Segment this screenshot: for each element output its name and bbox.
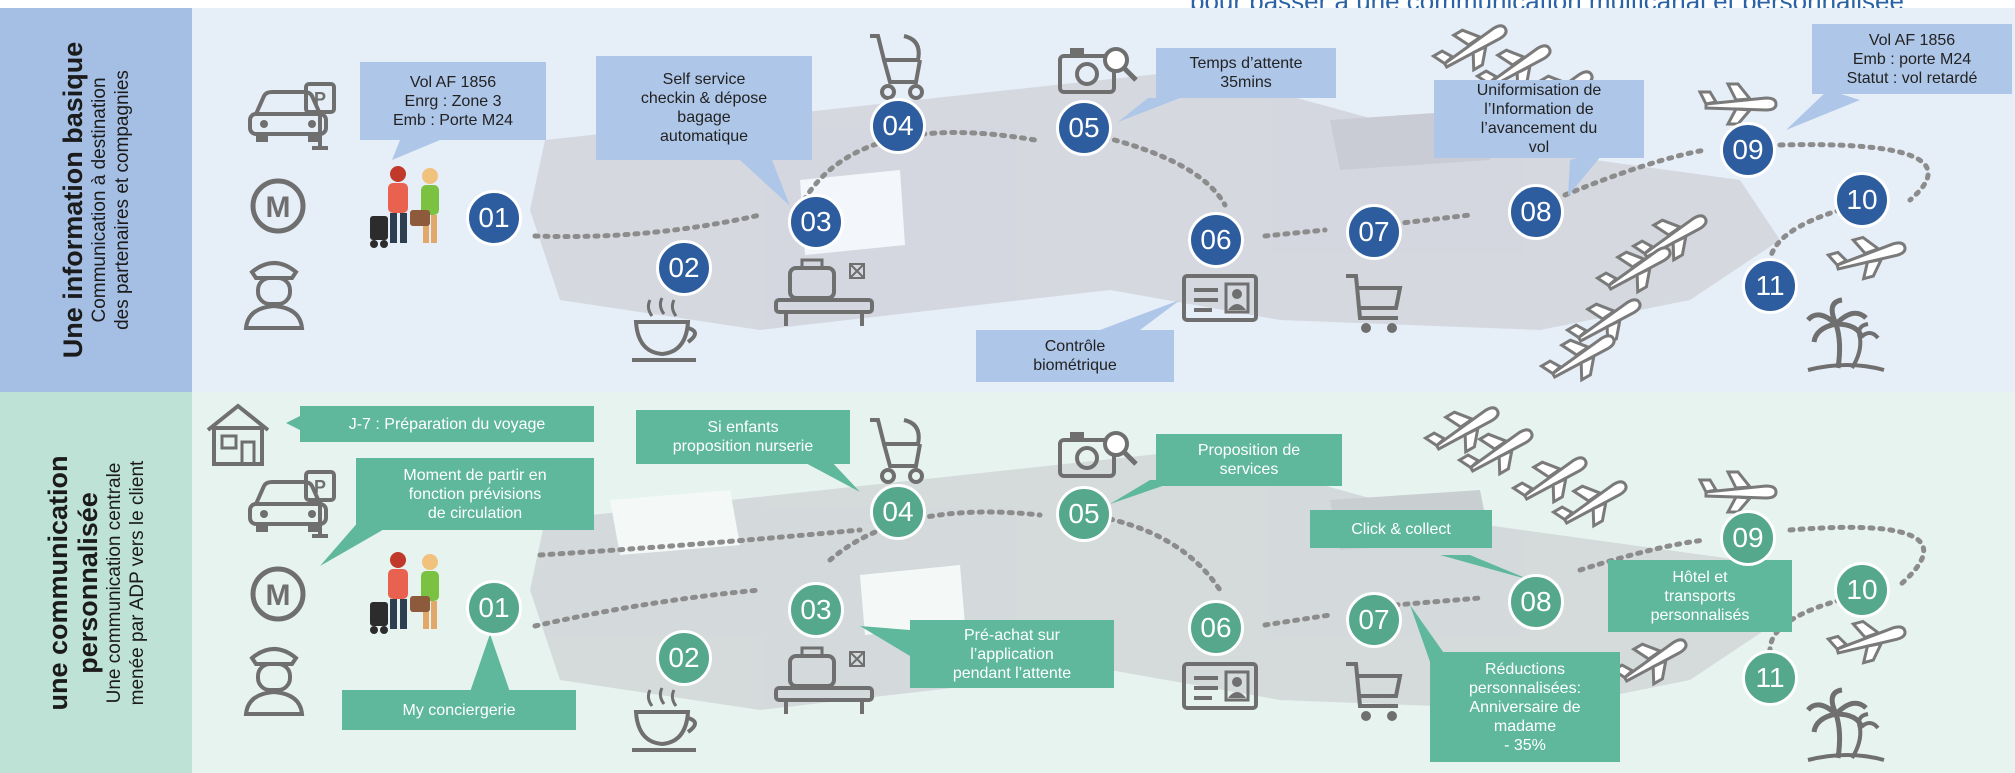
stroller-icon xyxy=(868,34,924,100)
step-05-marker: 05 xyxy=(1056,100,1112,156)
airplane-icon xyxy=(1698,82,1778,126)
bubble-departure-time: Moment de partir en fonction prévisions … xyxy=(356,458,594,530)
step-03-marker: 03 xyxy=(788,194,844,250)
bubble-biometric-control: Contrôle biométrique xyxy=(976,330,1174,382)
metro-icon xyxy=(253,181,303,231)
driver-icon xyxy=(244,647,304,716)
step-10-marker: 10 xyxy=(1834,562,1890,618)
bubble-services: Proposition de services xyxy=(1156,434,1342,486)
step-09-marker: 09 xyxy=(1720,122,1776,178)
step-06-marker: 06 xyxy=(1188,600,1244,656)
house-icon xyxy=(206,404,270,466)
driver-icon xyxy=(244,261,304,330)
step-02-marker: 02 xyxy=(656,630,712,686)
travellers-icon xyxy=(370,166,439,248)
stroller-icon xyxy=(868,418,924,484)
travellers-icon xyxy=(370,552,439,634)
step-01-marker: 01 xyxy=(466,580,522,636)
bubble-click-collect: Click & collect xyxy=(1310,510,1492,548)
step-03-marker: 03 xyxy=(788,582,844,638)
palm-tree-icon xyxy=(1808,690,1884,760)
step-07-marker: 07 xyxy=(1346,204,1402,260)
bubble-waiting-time: Temps d’attente 35mins xyxy=(1156,48,1336,98)
bubble-nursery: Si enfants proposition nurserie xyxy=(636,410,850,464)
step-10-marker: 10 xyxy=(1834,172,1890,228)
airplane-icon xyxy=(1824,226,1912,288)
step-04-marker: 04 xyxy=(870,484,926,540)
step-01-marker: 01 xyxy=(466,190,522,246)
step-11-marker: 11 xyxy=(1742,650,1798,706)
airplane-icon xyxy=(1698,470,1778,514)
step-11-marker: 11 xyxy=(1742,258,1798,314)
step-02-marker: 02 xyxy=(656,240,712,296)
bubble-tails-top xyxy=(392,90,1860,330)
bubble-flight-status: Vol AF 1856 Emb : porte M24 Statut : vol… xyxy=(1812,24,2012,94)
bubble-preorder-app: Pré-achat sur l’application pendant l’at… xyxy=(910,620,1114,688)
airplane-icon xyxy=(1824,610,1912,672)
step-07-marker: 07 xyxy=(1346,592,1402,648)
step-08-marker: 08 xyxy=(1508,184,1564,240)
bubble-flight-progress-info: Uniformisation de l’Information de l’ava… xyxy=(1434,80,1644,158)
bubble-flight-info: Vol AF 1856 Enrg : Zone 3 Emb : Porte M2… xyxy=(360,62,546,140)
bubble-hotel-transport: Hôtel et transports personnalisés xyxy=(1608,560,1792,632)
step-09-marker: 09 xyxy=(1720,510,1776,566)
bubble-self-service-checkin: Self service checkin & dépose bagage aut… xyxy=(596,56,812,160)
bubble-my-concierge: My conciergerie xyxy=(342,690,576,730)
step-06-marker: 06 xyxy=(1188,212,1244,268)
step-05-marker: 05 xyxy=(1056,486,1112,542)
personalized-communication-header: une communication personnalisée Une comm… xyxy=(0,392,192,773)
bubble-personalized-discounts: Réductions personnalisées: Anniversaire … xyxy=(1430,652,1620,762)
palm-tree-icon xyxy=(1808,300,1884,370)
step-04-marker: 04 xyxy=(870,98,926,154)
metro-icon xyxy=(253,569,303,619)
basic-information-header: Une information basique Communication à … xyxy=(0,8,192,392)
step-08-marker: 08 xyxy=(1508,574,1564,630)
bubble-trip-preparation: J-7 : Préparation du voyage xyxy=(300,406,594,442)
